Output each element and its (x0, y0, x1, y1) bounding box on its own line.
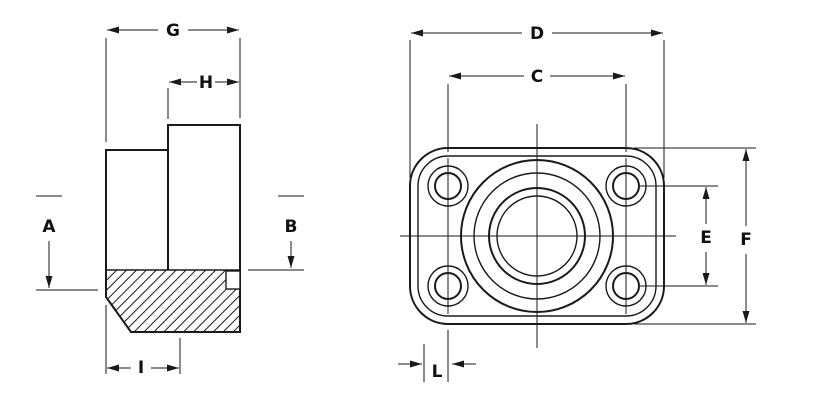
bolt-hole-circle (434, 272, 462, 300)
dim-I-label: I (138, 358, 144, 378)
bore-circle-outer (488, 187, 586, 285)
front-view: D C E (398, 24, 756, 382)
dim-E-label: E (700, 228, 712, 248)
dim-D-label: D (530, 24, 544, 44)
dim-E: E (640, 185, 718, 287)
dim-H: H (167, 73, 239, 119)
dim-B-label: B (285, 217, 298, 237)
dim-C-label: C (531, 67, 543, 87)
boss-circle-outer (460, 159, 614, 313)
dim-A-label: A (42, 217, 56, 237)
dim-G-label: G (166, 21, 180, 41)
dim-H-label: H (199, 73, 213, 93)
bolt-hole-circle (612, 172, 640, 200)
bolt-hole-bottom-left (427, 265, 469, 307)
side-view: G H A B (36, 21, 304, 378)
bore-circle-inner (496, 195, 578, 277)
dim-L-label: L (432, 362, 443, 382)
dim-G: G (105, 21, 241, 142)
dim-C: C (447, 67, 627, 152)
dim-F-label: F (740, 230, 752, 250)
bolt-boss-circle (427, 165, 469, 207)
front-outline-inner (417, 155, 657, 317)
dim-L: L (398, 330, 476, 382)
section-hatch (105, 269, 241, 333)
dim-I: I (105, 305, 181, 378)
bolt-hole-top-left (427, 165, 469, 207)
oring-groove (225, 270, 241, 290)
dim-F: F (634, 147, 756, 325)
bolt-boss-circle (427, 265, 469, 307)
dim-D: D (409, 24, 665, 178)
bolt-hole-circle (612, 272, 640, 300)
boss-circle-inner (473, 172, 601, 300)
dim-A: A (36, 195, 98, 291)
bolt-hole-circle (434, 172, 462, 200)
dim-B: B (248, 195, 304, 271)
